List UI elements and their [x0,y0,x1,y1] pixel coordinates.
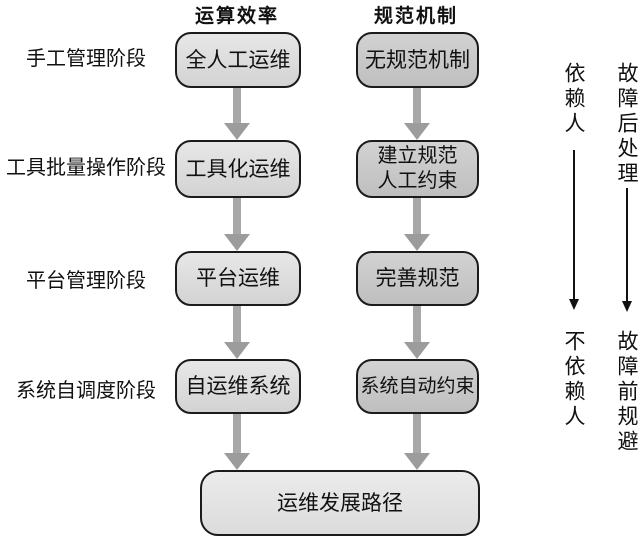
down-arrow-icon [224,306,250,359]
down-arrow-thin-icon [569,150,579,310]
arrow-head [224,123,250,140]
arrow-head [622,301,632,312]
down-arrow-icon [404,306,430,359]
annotation-depends-on-people: 依赖人 [562,62,586,137]
node-tooling-ops: 工具化运维 [175,140,301,198]
node-system-auto-constraints: 系统自动约束 [356,359,479,414]
down-arrow-thin-icon [622,188,632,312]
arrow-shaft [413,88,421,123]
arrow-shaft [413,414,421,453]
arrow-head [404,342,430,359]
arrow-shaft [233,306,241,342]
node-label: 自运维系统 [185,374,291,399]
arrow-shaft [626,188,628,301]
node-label: 工具化运维 [185,156,291,181]
arrow-shaft [413,198,421,234]
arrow-head [404,453,430,470]
arrow-head [569,299,579,310]
stage-label-platform-management: 平台管理阶段 [26,270,146,292]
arrow-head [224,342,250,359]
node-platform-ops: 平台运维 [175,251,301,306]
node-establish-standards-manual-constraints: 建立规范 人工约束 [356,140,479,198]
down-arrow-icon [224,88,250,140]
annotation-post-failure-handling: 故障后处理 [615,62,639,187]
node-label: 无规范机制 [365,47,470,72]
node-no-standard-mechanism: 无规范机制 [356,32,479,88]
arrow-shaft [233,198,241,234]
node-label-line2: 人工约束 [377,170,458,192]
node-label: 运维发展路径 [277,490,403,515]
node-self-ops-system: 自运维系统 [175,359,301,414]
node-label: 平台运维 [196,266,280,291]
annotation-pre-failure-avoidance: 故障前规避 [615,330,639,455]
node-label-line1: 建立规范 [377,145,458,167]
down-arrow-icon [224,414,250,470]
arrow-head [224,453,250,470]
column-header-computing-efficiency: 运算效率 [194,6,280,27]
arrow-head [404,123,430,140]
arrow-shaft [233,88,241,123]
stage-label-tool-batch-operation: 工具批量操作阶段 [6,157,166,179]
node-full-manual-ops: 全人工运维 [175,32,301,88]
stage-label-manual-management: 手工管理阶段 [26,48,146,70]
down-arrow-icon [404,88,430,140]
node-ops-development-path: 运维发展路径 [200,470,480,536]
column-header-standard-mechanism: 规范机制 [373,6,459,27]
annotation-not-depend-on-people: 不依赖人 [562,330,586,430]
arrow-shaft [413,306,421,342]
down-arrow-icon [224,198,250,251]
arrow-head [404,234,430,251]
down-arrow-icon [404,414,430,470]
node-improve-standards: 完善规范 [356,251,479,306]
arrow-shaft [573,150,575,299]
node-label: 全人工运维 [185,47,291,72]
arrow-head [224,234,250,251]
node-label: 系统自动约束 [360,375,475,397]
arrow-shaft [233,414,241,453]
stage-label-system-self-scheduling: 系统自调度阶段 [16,380,156,402]
down-arrow-icon [404,198,430,251]
node-label: 完善规范 [375,266,460,291]
